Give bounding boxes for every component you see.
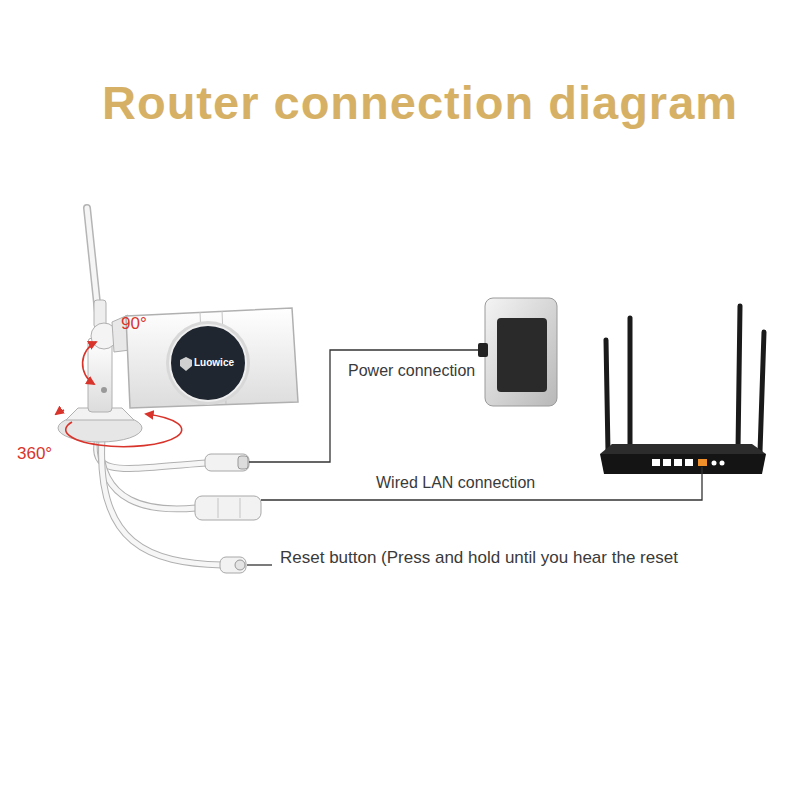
diagram-title: Router connection diagram (102, 76, 738, 130)
angle-label: 360° (17, 444, 52, 464)
brand-label: Luowice (194, 357, 234, 369)
reset-label: Reset button (Press and hold until you h… (280, 548, 678, 568)
camera-antenna (87, 208, 106, 328)
rotation-arrows (56, 342, 182, 447)
router (600, 306, 766, 474)
connection-wires (247, 350, 702, 565)
cable-connectors (195, 454, 261, 573)
connection-label: Power connection (348, 362, 475, 380)
power-adapter (478, 298, 557, 406)
camera-body (112, 308, 298, 408)
connection-label: Wired LAN connection (376, 474, 535, 492)
angle-label: 90° (121, 314, 147, 334)
